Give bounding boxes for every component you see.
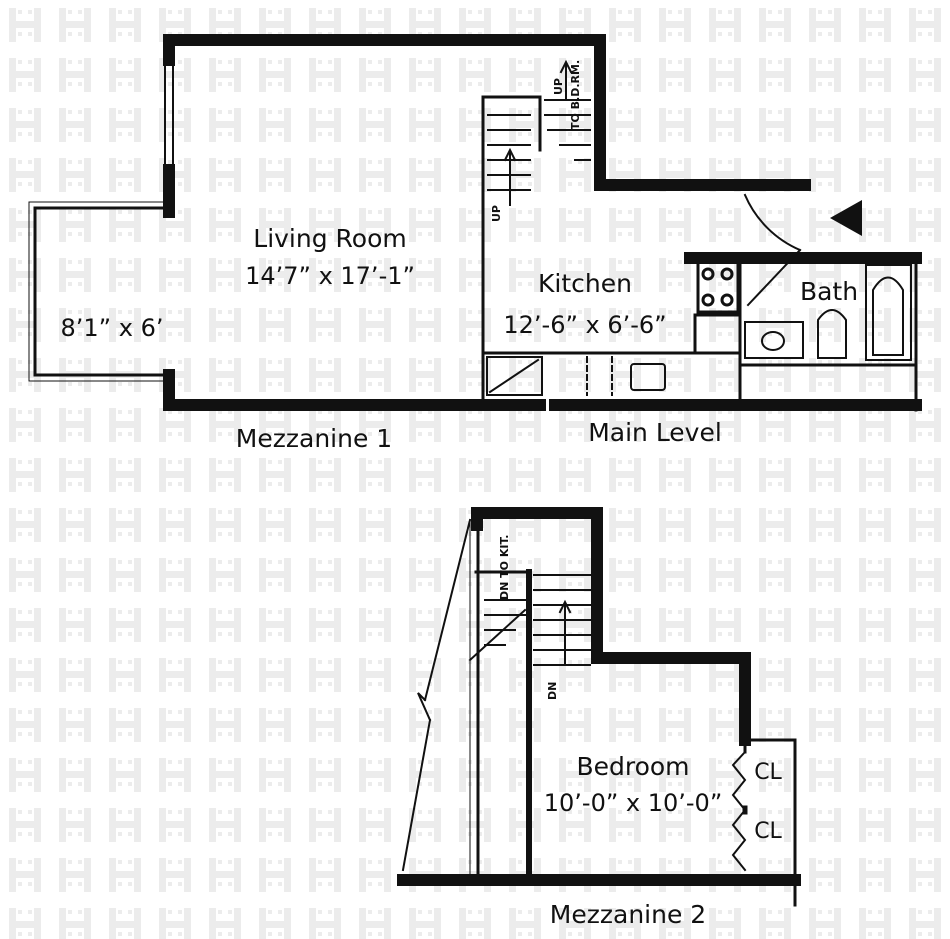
closet-2-label: CL [754, 819, 782, 844]
closet-doors [731, 750, 748, 872]
stair-up-right-label: UP [552, 78, 565, 95]
kitchen-dimensions: 12’-6” x 6’-6” [503, 311, 666, 339]
kitchen-name: Kitchen [538, 269, 632, 298]
lower-interior-walls [469, 518, 797, 907]
bedroom-dimensions: 10’-0” x 10’-0” [544, 789, 723, 817]
lower-plan [397, 507, 801, 907]
balcony-dimensions: 8’1” x 6’ [61, 314, 164, 342]
living-room-dimensions: 14’7” x 17’-1” [245, 262, 415, 290]
lower-exterior-walls [397, 507, 801, 886]
stair-down-to-kitchen [468, 599, 527, 662]
stair-to-bedroom [544, 59, 591, 161]
upper-exterior-walls [163, 34, 922, 411]
stair-up-left-label: UP [490, 205, 503, 222]
level-label-mezzanine-1: Mezzanine 1 [236, 424, 392, 453]
level-label-main: Main Level [588, 418, 722, 447]
stair-dn-to-kit-label: DN TO KIT. [498, 535, 511, 600]
stair-up-left [487, 114, 531, 206]
stair-to-bedroom-label: TO B.D.RM. [569, 60, 582, 130]
bath-name: Bath [800, 277, 858, 306]
living-room-name: Living Room [253, 224, 406, 253]
level-label-mezzanine-2: Mezzanine 2 [550, 900, 706, 929]
bath-fixtures [744, 264, 912, 361]
stair-down [533, 574, 591, 666]
entry-door [743, 193, 802, 252]
bedroom-name: Bedroom [576, 752, 689, 781]
closet-1-label: CL [754, 760, 782, 785]
upper-plan [28, 34, 922, 412]
balcony-outline [28, 201, 171, 382]
stair-dn-label: DN [546, 682, 559, 700]
living-room-window [164, 59, 174, 171]
entry-arrow-icon [830, 200, 862, 236]
sloped-exterior [401, 518, 472, 872]
kitchen-stove [696, 260, 740, 314]
kitchen-counter [486, 356, 666, 396]
upper-interior-walls [481, 95, 918, 412]
